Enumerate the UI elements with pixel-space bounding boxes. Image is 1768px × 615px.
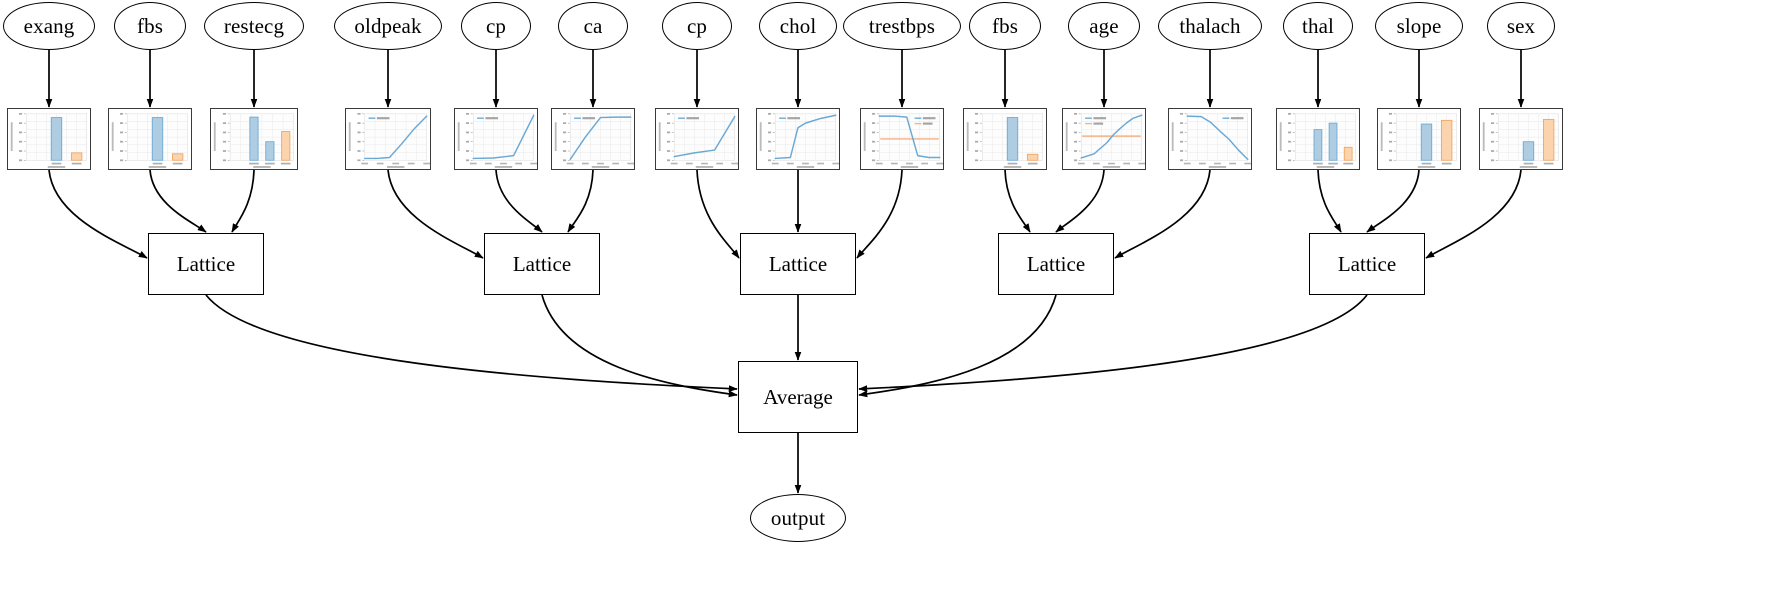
graph-edge [696,169,740,259]
output-node-label: output [770,505,826,530]
lattice-node-2[interactable]: Lattice [740,233,856,295]
calibrator-plot-svg [656,109,738,169]
graph-edge [567,169,594,233]
calibrator-plot-cp-6 [655,108,739,170]
input-node-thal-12[interactable]: thal [1283,2,1353,50]
input-node-trestbps-8[interactable]: trestbps [843,2,961,50]
lattice-node-1[interactable]: Lattice [484,233,600,295]
calibrator-plot-ca-5 [551,108,635,170]
calibrator-plot-fbs-1 [108,108,192,170]
graph-edge [1317,169,1342,233]
input-node-label: sex [1506,13,1536,38]
graph-edge [1004,169,1031,233]
graph-edge [495,169,543,233]
calibrator-plot-svg [1169,109,1251,169]
graph-edge [1055,169,1105,233]
input-node-label: oldpeak [354,13,422,38]
graph-edge [1366,169,1420,233]
input-node-label: trestbps [868,13,936,38]
input-node-label: thalach [1179,13,1241,38]
graph-edge [387,169,484,259]
input-node-oldpeak-3[interactable]: oldpeak [334,2,442,50]
calibrator-plot-svg [552,109,634,169]
lattice-node-label: Lattice [768,251,828,276]
calibrator-plot-svg [346,109,430,169]
graph-edge [48,169,148,259]
graph-edge [541,294,738,398]
calibrator-plot-chol-7 [756,108,840,170]
graph-edge [231,169,255,233]
lattice-node-label: Lattice [1337,251,1397,276]
output-node[interactable]: output [750,494,846,542]
lattice-node-label: Lattice [512,251,572,276]
input-node-label: fbs [137,13,163,38]
graph-edge [149,169,207,233]
input-node-label: slope [1396,13,1442,38]
input-node-chol-7[interactable]: chol [759,2,837,50]
calibrator-plot-age-10 [1062,108,1146,170]
input-node-label: exang [23,13,75,38]
input-node-label: restecg [223,13,285,38]
calibrator-plot-fbs-9 [963,108,1047,170]
calibrator-plot-svg [1378,109,1460,169]
input-node-sex-14[interactable]: sex [1487,2,1555,50]
lattice-node-4[interactable]: Lattice [1309,233,1425,295]
calibrator-plot-svg [1480,109,1562,169]
calibrator-plot-svg [211,109,297,169]
input-node-cp-6[interactable]: cp [662,2,732,50]
average-node[interactable]: Average [738,361,858,433]
calibrator-plot-svg [757,109,839,169]
input-node-slope-13[interactable]: slope [1375,2,1463,50]
calibrator-plot-svg [964,109,1046,169]
calibrator-plot-svg [1063,109,1145,169]
calibrator-plot-slope-13 [1377,108,1461,170]
calibrator-plot-restecg-2 [210,108,298,170]
calibrator-plot-svg [109,109,191,169]
input-node-label: thal [1302,13,1334,38]
calibrator-plot-svg [861,109,943,169]
input-node-cp-4[interactable]: cp [461,2,531,50]
calibrator-plot-thalach-11 [1168,108,1252,170]
input-node-exang-0[interactable]: exang [3,2,95,50]
calibrator-plot-thal-12 [1276,108,1360,170]
graph-edge [1425,169,1522,259]
graph-edge [858,294,1057,398]
input-node-fbs-1[interactable]: fbs [114,2,186,50]
input-node-ca-5[interactable]: ca [558,2,628,50]
lattice-node-0[interactable]: Lattice [148,233,264,295]
input-node-label: chol [779,13,817,38]
graph-edge [856,169,903,259]
input-node-thalach-11[interactable]: thalach [1158,2,1262,50]
calibrator-plot-exang-0 [7,108,91,170]
calibrator-plot-trestbps-8 [860,108,944,170]
input-node-label: cp [485,13,507,38]
input-node-fbs-9[interactable]: fbs [969,2,1041,50]
calibrator-plot-svg [1277,109,1359,169]
graph-edge [1114,169,1211,259]
input-node-label: fbs [992,13,1018,38]
graph-edge [858,294,1368,392]
input-node-restecg-2[interactable]: restecg [204,2,304,50]
calibrator-plot-svg [8,109,90,169]
input-node-label: cp [686,13,708,38]
lattice-node-3[interactable]: Lattice [998,233,1114,295]
calibrator-plot-sex-14 [1479,108,1563,170]
calibrator-plot-oldpeak-3 [345,108,431,170]
input-node-age-10[interactable]: age [1068,2,1140,50]
lattice-node-label: Lattice [176,251,236,276]
input-node-label: ca [583,13,603,38]
graph-edge [205,294,738,393]
calibrator-plot-svg [455,109,537,169]
calibrator-plot-cp-4 [454,108,538,170]
input-node-label: age [1089,13,1119,38]
lattice-node-label: Lattice [1026,251,1086,276]
average-node-label: Average [763,384,833,409]
